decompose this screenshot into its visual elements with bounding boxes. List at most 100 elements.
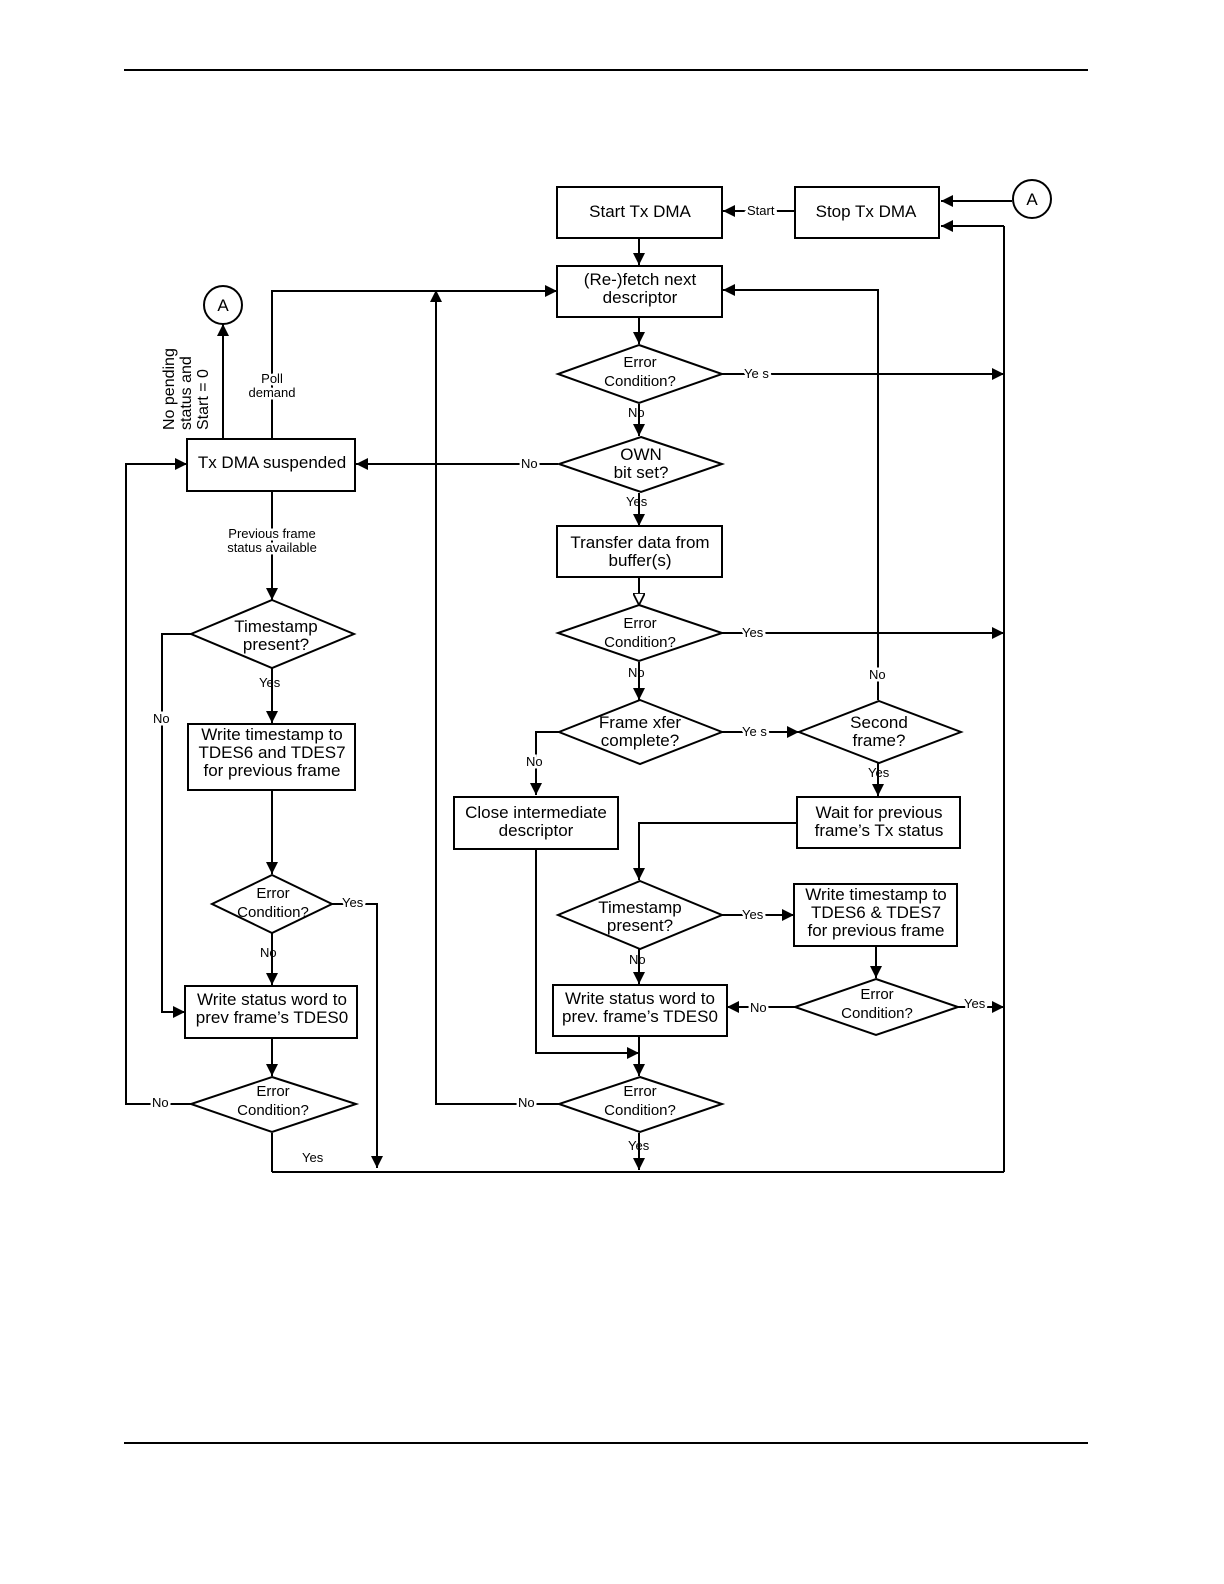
node-error-left-2: Error Condition? [187, 1075, 360, 1134]
node-error-1: Error Condition? [555, 343, 726, 405]
connector-a-left-label: A [217, 296, 229, 315]
label-frame-yes: Ye s [742, 724, 767, 739]
error-left-1-line-2: Condition? [237, 904, 309, 921]
label-error-l1-yes: Yes [342, 895, 364, 910]
node-error-left-1: Error Condition? [209, 873, 335, 935]
connector-a-top-label: A [1026, 190, 1038, 209]
wait-prev-line-2: frame’s Tx status [815, 821, 944, 840]
edge-ts-l-no [161, 633, 191, 1018]
node-stop-tx-dma: Stop Tx DMA [794, 186, 940, 239]
error-1-line-1: Error [623, 354, 656, 371]
label-prev-status-1: Previous frame [228, 526, 315, 541]
ts-present-right-line-2: present? [607, 916, 673, 935]
connector-a-left: A [203, 285, 243, 325]
node-write-status-left: Write status word to prev frame’s TDES0 [184, 985, 358, 1039]
node-ts-present-left: Timestamp present? [188, 598, 357, 670]
error-2-line-2: Condition? [604, 634, 676, 651]
node-start-tx-dma: Start Tx DMA [556, 186, 723, 239]
wait-prev-line-1: Wait for previous [816, 803, 943, 822]
label-error-l1-no: No [260, 945, 277, 960]
node-second-frame: Second frame? [796, 699, 964, 765]
ts-present-left-line-2: present? [243, 635, 309, 654]
transfer-line-2: buffer(s) [609, 551, 672, 570]
write-ts-left-line-1: Write timestamp to [201, 725, 342, 744]
label-own-yes: Yes [626, 494, 648, 509]
label-error1-yes: Ye s [744, 366, 769, 381]
write-ts-left-line-3: for previous frame [204, 761, 341, 780]
label-error2-yes: Yes [742, 625, 764, 640]
stop-tx-dma-label: Stop Tx DMA [816, 202, 917, 221]
edge-labels: Start Ye s No No Yes Yes No Ye s No No Y… [150, 201, 989, 1166]
edge-wait-to-ts [633, 822, 797, 880]
error-right-2-line-2: Condition? [604, 1102, 676, 1119]
error-left-2-line-1: Error [256, 1083, 289, 1100]
label-no-pending: No pending status and Start = 0 [161, 348, 212, 430]
connector-a-top: A [1012, 179, 1052, 219]
label-prev-status-2: status available [227, 540, 317, 555]
edge-error-l1-yes [332, 903, 383, 1168]
node-write-status-right: Write status word to prev. frame’s TDES0 [552, 984, 728, 1037]
write-status-left-line-2: prev frame’s TDES0 [196, 1008, 348, 1027]
error-right-1-line-1: Error [860, 986, 893, 1003]
label-ts-l-no: No [153, 711, 170, 726]
close-desc-line-1: Close intermediate [465, 803, 607, 822]
label-ts-r-no: No [629, 952, 646, 967]
error-2-line-1: Error [623, 615, 656, 632]
node-ts-present-right: Timestamp present? [555, 879, 725, 951]
label-own-no: No [521, 456, 538, 471]
node-transfer: Transfer data from buffer(s) [556, 525, 723, 578]
label-error-r2-yes: Yes [628, 1138, 650, 1153]
node-frame-xfer: Frame xfer complete? [556, 698, 725, 766]
label-start: Start [747, 203, 775, 218]
error-right-2-line-1: Error [623, 1083, 656, 1100]
edge-error-l2-no [125, 458, 191, 1105]
label-second-no: No [869, 667, 886, 682]
edge-error-r2-no [430, 290, 559, 1105]
refetch-line-1: (Re-)fetch next [584, 270, 697, 289]
edge-frame-no [530, 731, 559, 795]
connector-lines [125, 195, 1012, 1173]
frame-xfer-line-1: Frame xfer [599, 713, 682, 732]
label-error1-no: No [628, 405, 645, 420]
label-no-pending-2: status and [178, 356, 195, 430]
node-refetch: (Re-)fetch next descriptor [556, 265, 723, 318]
transfer-line-1: Transfer data from [570, 533, 709, 552]
write-status-left-line-1: Write status word to [197, 990, 347, 1009]
node-wait-prev: Wait for previous frame’s Tx status [796, 796, 961, 849]
tx-suspended-label: Tx DMA suspended [198, 453, 346, 472]
edge-close-to-merge [535, 849, 639, 1059]
label-error-r2-no: No [518, 1095, 535, 1110]
write-status-right-line-1: Write status word to [565, 989, 715, 1008]
write-ts-left-line-2: TDES6 and TDES7 [198, 743, 345, 762]
ts-present-right-line-1: Timestamp [598, 898, 681, 917]
close-desc-line-2: descriptor [499, 821, 574, 840]
second-frame-line-1: Second [850, 713, 908, 732]
ts-present-left-line-1: Timestamp [234, 617, 317, 636]
label-frame-no: No [526, 754, 543, 769]
error-left-2-line-2: Condition? [237, 1102, 309, 1119]
node-tx-suspended: Tx DMA suspended [186, 438, 356, 492]
own-bit-line-2: bit set? [614, 463, 669, 482]
refetch-line-2: descriptor [603, 288, 678, 307]
label-second-yes: Yes [868, 765, 890, 780]
write-ts-right-line-3: for previous frame [808, 921, 945, 940]
own-bit-line-1: OWN [620, 445, 662, 464]
label-poll-demand-1: Poll [261, 371, 283, 386]
node-close-desc: Close intermediate descriptor [453, 796, 619, 850]
error-1-line-2: Condition? [604, 373, 676, 390]
write-ts-right-line-2: TDES6 & TDES7 [811, 903, 941, 922]
error-right-1-line-2: Condition? [841, 1005, 913, 1022]
start-tx-dma-label: Start Tx DMA [589, 202, 691, 221]
label-ts-r-yes: Yes [742, 907, 764, 922]
second-frame-line-2: frame? [853, 731, 906, 750]
node-error-right-2: Error Condition? [555, 1075, 726, 1134]
label-ts-l-yes: Yes [259, 675, 281, 690]
node-error-right-1: Error Condition? [791, 977, 962, 1037]
write-ts-right-line-1: Write timestamp to [805, 885, 946, 904]
node-write-ts-right: Write timestamp to TDES6 & TDES7 for pre… [793, 883, 958, 947]
label-no-pending-1: No pending [161, 348, 178, 430]
label-no-pending-3: Start = 0 [195, 369, 212, 430]
node-own-bit: OWN bit set? [555, 435, 726, 494]
frame-xfer-line-2: complete? [601, 731, 679, 750]
